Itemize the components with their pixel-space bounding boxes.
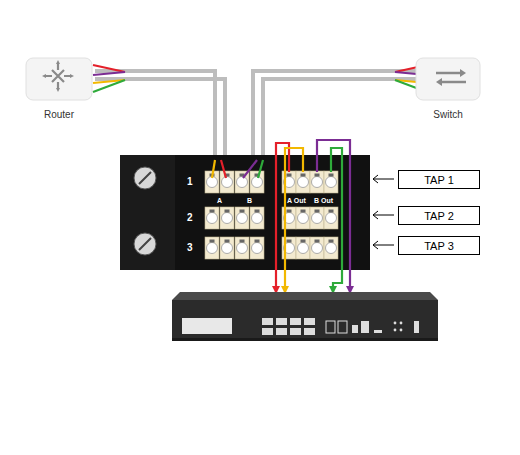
rj45-jack <box>220 171 234 193</box>
port-label: B <box>247 197 252 204</box>
tap-leader <box>373 175 394 249</box>
rj45-jack <box>220 237 234 259</box>
port-label: A <box>217 197 222 204</box>
device-box: Router <box>18 58 100 120</box>
patch-panel <box>120 155 370 270</box>
rj45-jack <box>250 237 264 259</box>
device-label: Router <box>18 109 100 120</box>
row-number: 1 <box>187 177 193 187</box>
rj45-jack <box>235 237 249 259</box>
rj45-jack <box>296 207 310 229</box>
row-number: 3 <box>187 243 193 253</box>
device-led <box>400 329 403 332</box>
tap-label: TAP 2 <box>424 210 454 222</box>
device-box: Switch <box>407 58 489 120</box>
rj45-jack <box>205 207 219 229</box>
wire-fan <box>93 65 427 92</box>
device-led <box>394 329 397 332</box>
rj45-jack <box>324 237 338 259</box>
rj45-jack <box>220 207 234 229</box>
tap-callout: TAP 3 <box>398 236 480 255</box>
device-button <box>262 328 273 335</box>
device-label: Switch <box>407 109 489 120</box>
device-port <box>414 321 419 333</box>
device-button <box>276 318 287 325</box>
port-label: B Out <box>314 197 333 204</box>
tap-callout: TAP 1 <box>398 170 480 189</box>
device-button <box>290 318 301 325</box>
device-button <box>276 328 287 335</box>
rj45-jack <box>235 207 249 229</box>
rj45-jack <box>324 171 338 193</box>
tap-callout: TAP 2 <box>398 206 480 225</box>
device-button <box>304 328 315 335</box>
device-button <box>304 318 315 325</box>
port-label: A Out <box>287 197 306 204</box>
rj45-jack <box>324 207 338 229</box>
rj45-jack <box>205 237 219 259</box>
tap-wire <box>272 140 354 294</box>
rj45-jack <box>310 207 324 229</box>
rj45-jack <box>250 207 264 229</box>
device-button <box>262 318 273 325</box>
monitor-appliance <box>172 292 438 341</box>
device-led <box>394 322 397 325</box>
rj45-jack <box>296 237 310 259</box>
tap-label: TAP 3 <box>424 240 454 252</box>
rj45-jack <box>250 171 264 193</box>
row-number: 2 <box>187 213 193 223</box>
tap-label: TAP 1 <box>424 174 454 186</box>
rj45-jack <box>310 171 324 193</box>
switch-icon <box>416 58 480 100</box>
rj45-jack <box>310 237 324 259</box>
router-icon <box>26 58 92 100</box>
port-wire <box>212 160 263 178</box>
device-button <box>290 328 301 335</box>
device-led <box>400 322 403 325</box>
rj45-jack <box>296 171 310 193</box>
